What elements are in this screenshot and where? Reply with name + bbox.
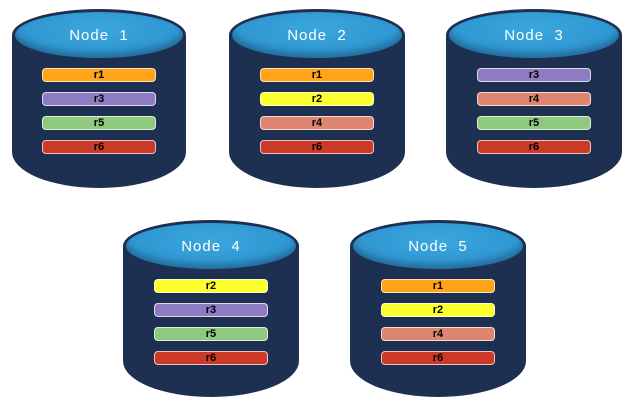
replica-bar: r2 [380, 303, 496, 317]
replica-label: r1 [311, 69, 323, 81]
replica-bar: r2 [153, 279, 269, 293]
replica-bar: r3 [42, 92, 156, 106]
replica-bar: r1 [42, 68, 156, 82]
replica-bar: r6 [476, 140, 592, 154]
node-label: Node 1 [69, 27, 129, 44]
replica-label: r6 [205, 352, 217, 364]
replica-label: r4 [528, 93, 540, 105]
cylinder-top: Node 1 [12, 9, 186, 61]
replica-label: r3 [528, 69, 540, 81]
replica-bar: r6 [259, 140, 375, 154]
replica-label: r3 [205, 304, 217, 316]
replica-bar: r6 [153, 351, 269, 365]
node-label: Node 4 [181, 238, 241, 255]
replica-bar: r5 [42, 116, 156, 130]
replica-label: r5 [93, 117, 105, 129]
cylinder-top: Node 2 [229, 9, 405, 61]
replica-label: r2 [311, 93, 323, 105]
replica-label: r4 [432, 328, 444, 340]
replica-label: r5 [205, 328, 217, 340]
node-label: Node 5 [408, 238, 468, 255]
database-node: Node 2 r1 r2 r4 r6 [229, 9, 405, 188]
replica-label: r2 [432, 304, 444, 316]
replica-bar: r5 [476, 116, 592, 130]
replica-bar: r4 [476, 92, 592, 106]
replica-label: r6 [93, 141, 105, 153]
cylinder-top: Node 5 [350, 220, 526, 272]
replica-label: r1 [432, 280, 444, 292]
replica-label: r2 [205, 280, 217, 292]
node-label: Node 3 [504, 27, 564, 44]
replica-bar: r6 [380, 351, 496, 365]
database-node: Node 1 r1 r3 r5 r6 [12, 9, 186, 188]
replica-label: r1 [93, 69, 105, 81]
database-node: Node 3 r3 r4 r5 r6 [446, 9, 622, 188]
replica-list: r3 r4 r5 r6 [446, 68, 622, 154]
replica-bar: r1 [380, 279, 496, 293]
replica-bar: r4 [380, 327, 496, 341]
replica-list: r1 r2 r4 r6 [229, 68, 405, 154]
replica-bar: r1 [259, 68, 375, 82]
replica-bar: r3 [476, 68, 592, 82]
replica-list: r2 r3 r5 r6 [123, 279, 299, 365]
replica-list: r1 r2 r4 r6 [350, 279, 526, 365]
replica-bar: r3 [153, 303, 269, 317]
database-node: Node 4 r2 r3 r5 r6 [123, 220, 299, 397]
cylinder-top: Node 3 [446, 9, 622, 61]
replica-bar: r2 [259, 92, 375, 106]
replica-list: r1 r3 r5 r6 [12, 68, 186, 154]
replica-bar: r5 [153, 327, 269, 341]
replica-label: r5 [528, 117, 540, 129]
database-node: Node 5 r1 r2 r4 r6 [350, 220, 526, 397]
replica-bar: r6 [42, 140, 156, 154]
cylinder-top: Node 4 [123, 220, 299, 272]
replica-label: r6 [432, 352, 444, 364]
replica-label: r3 [93, 93, 105, 105]
replica-label: r6 [528, 141, 540, 153]
node-label: Node 2 [287, 27, 347, 44]
replica-label: r4 [311, 117, 323, 129]
replica-bar: r4 [259, 116, 375, 130]
replica-label: r6 [311, 141, 323, 153]
